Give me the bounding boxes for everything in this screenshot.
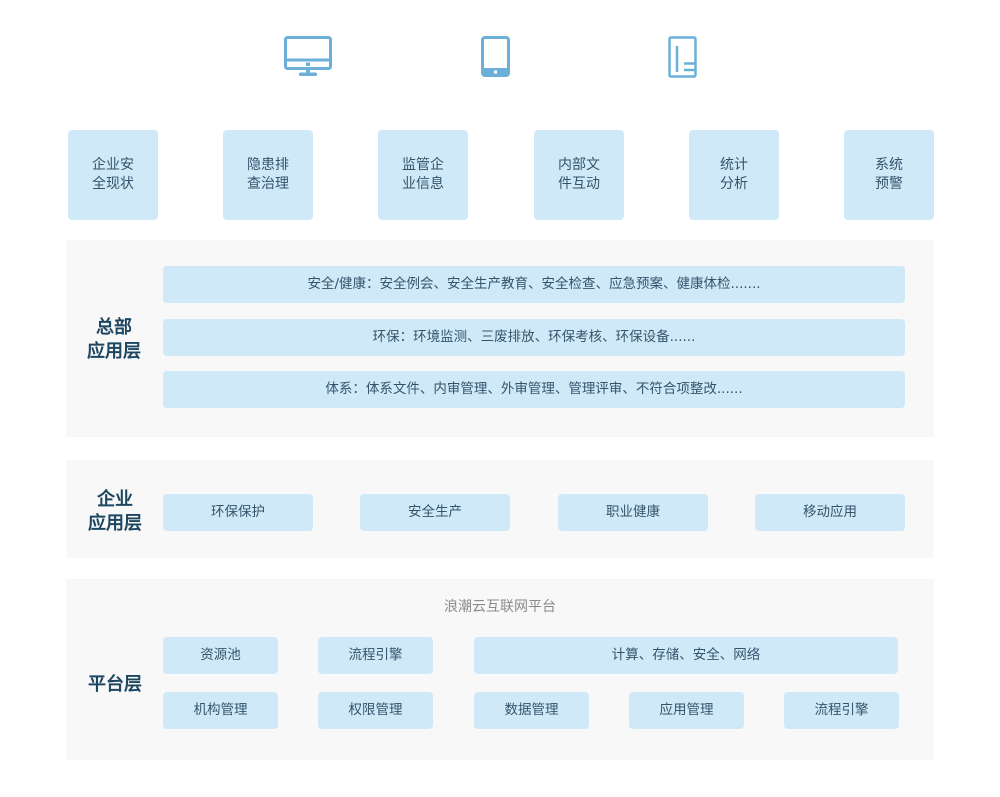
module-label: 监管企 业信息 — [402, 157, 444, 192]
hq-row-safety-health[interactable]: 安全/健康：安全例会、安全生产教育、安全检查、应急预案、健康体检....... — [163, 266, 905, 303]
platform-item-label: 资源池 — [200, 647, 241, 663]
platform-item-label: 计算、存储、安全、网络 — [611, 647, 761, 663]
module-tile[interactable]: 隐患排 查治理 — [223, 130, 313, 220]
enterprise-item[interactable]: 安全生产 — [360, 494, 510, 531]
platform-layer-label: 平台层 — [88, 674, 142, 695]
module-tile[interactable]: 统计 分析 — [689, 130, 779, 220]
enterprise-item-label: 安全生产 — [408, 504, 462, 520]
desktop-monitor-icon — [284, 36, 332, 77]
hq-row-environment[interactable]: 环保：环境监测、三废排放、环保考核、环保设备...... — [163, 319, 905, 356]
enterprise-item[interactable]: 环保保护 — [163, 494, 313, 531]
module-label: 隐患排 查治理 — [247, 157, 289, 192]
platform-item[interactable]: 应用管理 — [629, 692, 744, 729]
tablet-icon — [481, 36, 510, 77]
hq-row-text: 体系：体系文件、内审管理、外审管理、管理评审、不符合项整改...... — [325, 381, 743, 397]
mobile-phone-icon — [668, 36, 697, 78]
module-tile[interactable]: 系统 预警 — [844, 130, 934, 220]
enterprise-item[interactable]: 职业健康 — [558, 494, 708, 531]
platform-item[interactable]: 权限管理 — [318, 692, 433, 729]
enterprise-item-label: 环保保护 — [211, 504, 265, 520]
platform-item-label: 机构管理 — [193, 702, 248, 718]
hq-row-system[interactable]: 体系：体系文件、内审管理、外审管理、管理评审、不符合项整改...... — [163, 371, 905, 408]
enterprise-layer-label: 企业 应用层 — [88, 489, 142, 534]
platform-item-label: 应用管理 — [659, 702, 714, 718]
platform-item[interactable]: 机构管理 — [163, 692, 278, 729]
platform-item[interactable]: 资源池 — [163, 637, 278, 674]
platform-item[interactable]: 流程引擎 — [784, 692, 899, 729]
module-label: 企业安 全现状 — [92, 157, 134, 192]
platform-item-label: 流程引擎 — [348, 647, 403, 663]
enterprise-item[interactable]: 移动应用 — [755, 494, 905, 531]
module-label: 系统 预警 — [875, 157, 903, 192]
platform-item-label: 数据管理 — [504, 702, 559, 718]
module-label: 内部文 件互动 — [558, 157, 600, 192]
platform-item[interactable]: 流程引擎 — [318, 637, 433, 674]
module-tile[interactable]: 监管企 业信息 — [378, 130, 468, 220]
enterprise-item-label: 职业健康 — [606, 504, 660, 520]
hq-row-text: 安全/健康：安全例会、安全生产教育、安全检查、应急预案、健康体检....... — [307, 276, 761, 292]
platform-title: 浪潮云互联网平台 — [444, 599, 556, 615]
module-tile[interactable]: 内部文 件互动 — [534, 130, 624, 220]
platform-item-label: 流程引擎 — [814, 702, 869, 718]
platform-item[interactable]: 数据管理 — [474, 692, 589, 729]
platform-item-infrastructure[interactable]: 计算、存储、安全、网络 — [474, 637, 898, 674]
platform-item-label: 权限管理 — [348, 702, 403, 718]
enterprise-item-label: 移动应用 — [803, 504, 857, 520]
module-tile[interactable]: 企业安 全现状 — [68, 130, 158, 220]
hq-row-text: 环保：环境监测、三废排放、环保考核、环保设备...... — [372, 329, 696, 345]
hq-layer-label: 总部 应用层 — [87, 317, 141, 362]
module-label: 统计 分析 — [720, 157, 748, 192]
